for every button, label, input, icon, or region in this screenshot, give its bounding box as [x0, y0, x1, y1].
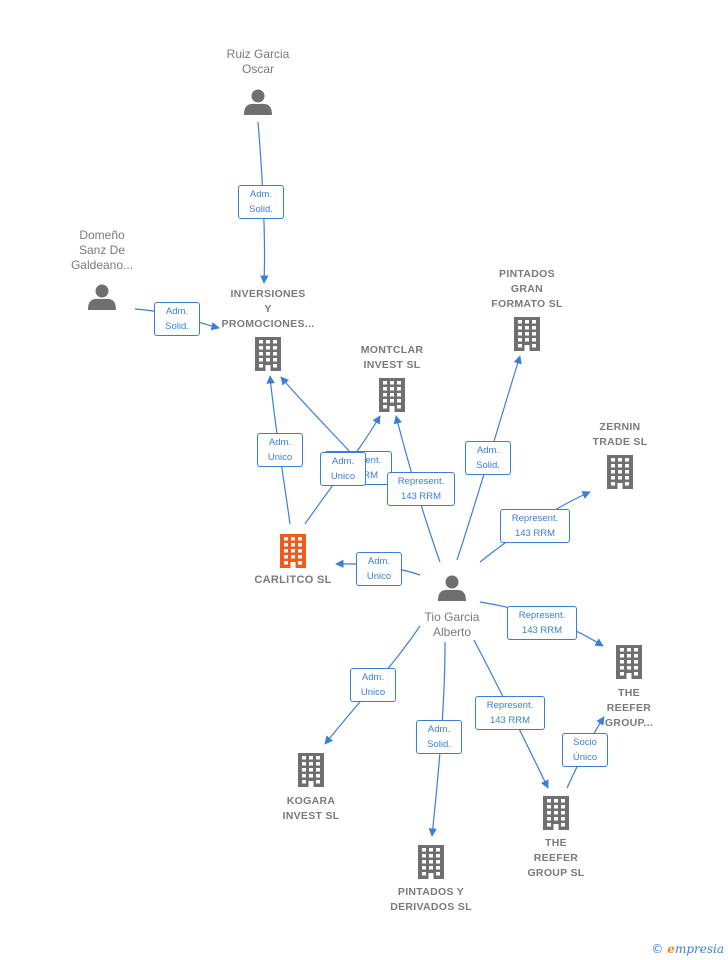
node-label-reefer_bot[interactable]: THE REEFER GROUP SL — [527, 836, 584, 881]
relation-badge-line: Adm. — [268, 437, 292, 448]
relation-badge-line: Adm. — [476, 445, 500, 456]
node-label-line: KOGARA — [286, 795, 336, 807]
node-label-line: Domeño — [79, 228, 125, 242]
building-icon-reefer_top[interactable] — [616, 645, 642, 679]
relation-badge-line: Represent. — [518, 610, 566, 621]
relation-badge-line: Socio — [573, 737, 597, 748]
node-label-line: GROUP... — [604, 717, 654, 729]
relation-badge-line: Represent. — [486, 700, 534, 711]
node-label-reefer_top[interactable]: THE REEFER GROUP... — [605, 686, 653, 731]
relation-badge-line: Represent. — [397, 476, 445, 487]
node-label-zernin[interactable]: ZERNIN TRADE SL — [593, 420, 648, 450]
relation-badge-b_tio_zern[interactable]: Represent. 143 RRM — [500, 509, 570, 543]
edge-4 — [280, 376, 351, 453]
relation-badge-line: Adm. — [249, 189, 273, 200]
node-label-line: PROMOCIONES... — [221, 318, 315, 330]
relation-badge-b_dom_inv[interactable]: Adm. Solid. — [154, 302, 200, 336]
building-icon-carlitco[interactable] — [280, 534, 306, 568]
node-label-line: INVEST SL — [363, 359, 421, 371]
node-label-montclar[interactable]: MONTCLAR INVEST SL — [361, 343, 423, 373]
node-label-inversiones[interactable]: INVERSIONES Y PROMOCIONES... — [222, 287, 315, 332]
relation-badge-line: Solid. — [427, 739, 451, 750]
node-label-line: THE — [618, 687, 640, 699]
icons-layer — [88, 89, 642, 879]
node-label-line: PINTADOS — [499, 268, 555, 280]
node-label-pintados_gran[interactable]: PINTADOS GRAN FORMATO SL — [491, 267, 562, 312]
person-icon-ruiz[interactable] — [244, 89, 272, 116]
relation-badge-line: Adm. — [331, 456, 355, 467]
node-label-line: GROUP SL — [527, 867, 585, 879]
relation-badge-b_tio_pder[interactable]: Adm. Solid. — [416, 720, 462, 754]
node-label-line: TRADE SL — [592, 436, 648, 448]
node-label-line: INVERSIONES — [230, 288, 306, 300]
node-label-line: Alberto — [432, 625, 472, 639]
node-label-line: Sanz De — [78, 243, 126, 257]
building-icon-inversiones[interactable] — [255, 337, 281, 371]
building-icon-pintados_gran[interactable] — [514, 317, 540, 351]
node-label-line: Oscar — [241, 62, 274, 76]
node-label-line: GRAN — [510, 283, 544, 295]
node-label-carlitco[interactable]: CARLITCO SL — [254, 573, 331, 588]
building-icon-zernin[interactable] — [607, 455, 633, 489]
node-label-line: MONTCLAR — [360, 344, 424, 356]
empresia-logo-initial: e — [667, 942, 675, 956]
relation-badge-b_tio_reefer_bot[interactable]: Represent. 143 RRM — [475, 696, 545, 730]
building-icon-montclar[interactable] — [379, 378, 405, 412]
copyright-icon: © — [651, 942, 664, 956]
relation-badge-line: Solid. — [249, 204, 273, 215]
relation-badge-line: Solid. — [165, 321, 189, 332]
node-label-line: Ruiz Garcia — [226, 47, 290, 61]
relation-badge-line: Solid. — [476, 460, 500, 471]
relation-badge-line: Adm. — [367, 556, 391, 567]
node-label-line: PINTADOS Y — [397, 886, 465, 898]
relation-badge-b_tio_carl[interactable]: Adm. Unico — [356, 552, 402, 586]
relation-badge-b_carl_mont[interactable]: Adm. Unico — [320, 452, 366, 486]
relation-badge-b_tio_mont[interactable]: Represent. 143 RRM — [387, 472, 455, 506]
relation-badge-b_tio_reefer_top[interactable]: Represent. 143 RRM — [507, 606, 577, 640]
relation-badge-line: 143 RRM — [400, 491, 442, 502]
relation-badge-b_tio_kog[interactable]: Adm. Unico — [350, 668, 396, 702]
relation-badge-line: Unico — [360, 687, 386, 698]
relation-badge-line: Unico — [366, 571, 392, 582]
node-label-kogara[interactable]: KOGARA INVEST SL — [283, 794, 340, 824]
node-label-line: FORMATO SL — [491, 298, 563, 310]
node-label-pintados_der[interactable]: PINTADOS Y DERIVADOS SL — [390, 885, 472, 915]
relation-badge-line: 143 RRM — [489, 715, 531, 726]
building-icon-pintados_der[interactable] — [418, 845, 444, 879]
relation-badge-line: Adm. — [361, 672, 385, 683]
node-label-line: ZERNIN — [599, 421, 641, 433]
relation-badge-line: Unico — [267, 452, 293, 463]
person-icon-domeno[interactable] — [88, 284, 116, 311]
node-label-line: THE — [545, 837, 567, 849]
relation-badge-line: 143 RRM — [514, 528, 556, 539]
relation-badge-b_tio_pint[interactable]: Adm. Solid. — [465, 441, 511, 475]
node-label-line: INVEST SL — [282, 810, 340, 822]
relation-badge-line: Unico — [330, 471, 356, 482]
node-label-line: REEFER — [606, 702, 652, 714]
person-icon-tio[interactable] — [438, 575, 466, 602]
node-label-line: DERIVADOS SL — [390, 901, 472, 913]
node-label-line: REEFER — [533, 852, 579, 864]
relation-badge-line: Adm. — [165, 306, 189, 317]
relation-badge-line: 143 RRM — [521, 625, 563, 636]
relation-badge-b_carl_inv[interactable]: Adm. Unico — [257, 433, 303, 467]
empresia-logo-text: mpresia — [674, 942, 724, 956]
relation-badge-b_ruiz_inv[interactable]: Adm. Solid. — [238, 185, 284, 219]
node-label-line: Tio Garcia — [424, 610, 480, 624]
node-label-line: Galdeano... — [70, 258, 134, 272]
relation-badge-line: Único — [572, 752, 598, 763]
relation-badge-line: Represent. — [511, 513, 559, 524]
node-label-line: CARLITCO SL — [254, 574, 332, 586]
building-icon-reefer_bot[interactable] — [543, 796, 569, 830]
empresia-credit[interactable]: ©empresia — [651, 942, 724, 956]
relation-badge-line: Adm. — [427, 724, 451, 735]
building-icon-kogara[interactable] — [298, 753, 324, 787]
node-label-line: Y — [264, 303, 272, 315]
